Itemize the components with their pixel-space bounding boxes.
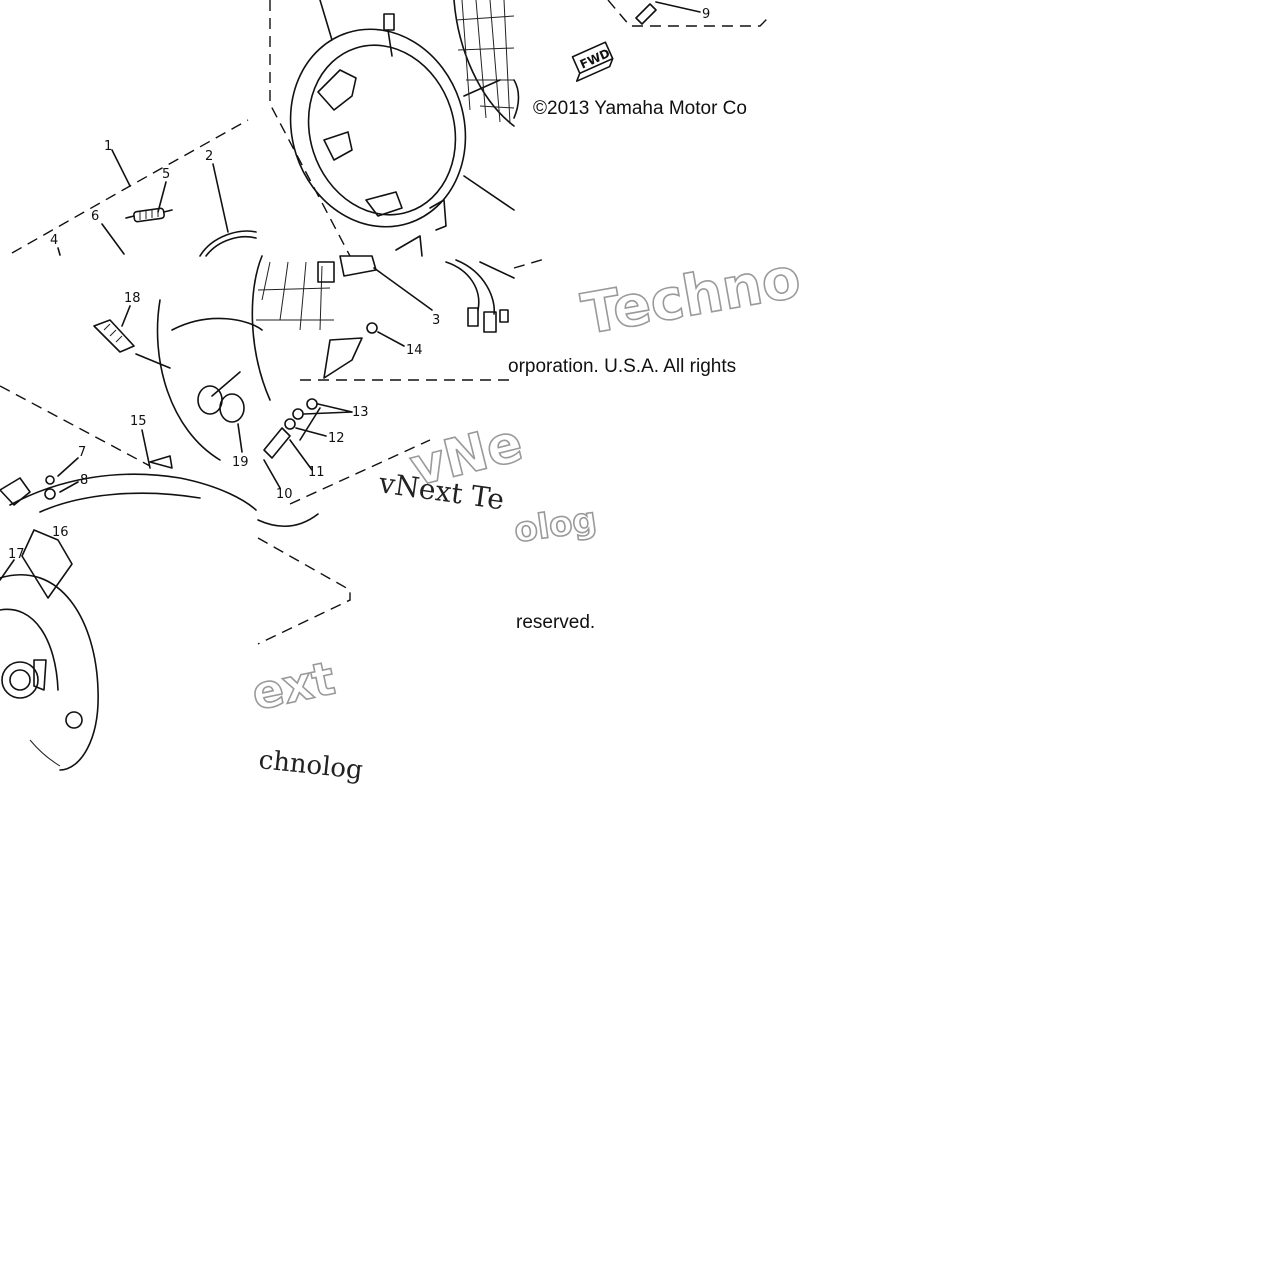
tile-right-top: 9 FWD ©2013 Yamaha Motor Co <box>513 0 771 119</box>
part-label-5: 5 <box>162 167 170 182</box>
part-label-7: 7 <box>78 445 86 460</box>
watermark-band: vNe vNext Te olog <box>376 412 600 551</box>
tile-left-middle: 7 8 15 <box>0 385 257 513</box>
part-label-11: 11 <box>308 465 325 480</box>
part-label-17: 17 <box>8 547 25 562</box>
tile-right-middle: Techno orporation. U.S.A. All rights <box>445 245 806 377</box>
part-label-12: 12 <box>328 431 345 446</box>
part-label-6: 6 <box>91 209 99 224</box>
fwd-tag-icon: FWD <box>571 41 614 82</box>
watermark-serif-text-2: chnolog <box>257 745 364 786</box>
part-label-3: 3 <box>432 313 440 328</box>
tile-center-middle: 3 14 13 12 11 10 18 19 <box>93 255 514 505</box>
watermark-outline-text-4: olog <box>512 500 599 551</box>
watermark-outline-text-1: Techno <box>577 246 805 348</box>
part-label-16: 16 <box>52 525 69 540</box>
part-label-4: 4 <box>50 233 58 248</box>
part-label-9: 9 <box>702 7 710 22</box>
part-label-14: 14 <box>406 343 423 358</box>
part-label-15: 15 <box>130 414 147 429</box>
tile-left-bottom: 16 17 <box>0 525 99 771</box>
copyright-line-1: ©2013 Yamaha Motor Co <box>533 98 747 119</box>
part-label-10: 10 <box>276 487 293 502</box>
part-label-19: 19 <box>232 455 249 470</box>
part-label-8: 8 <box>80 473 88 488</box>
part-label-13: 13 <box>352 405 369 420</box>
copyright-line-2: orporation. U.S.A. All rights <box>508 356 736 377</box>
tile-left-top: 1 4 6 5 2 <box>11 119 257 257</box>
tile-center-bottom: ext chnolog <box>246 513 364 786</box>
part-label-18: 18 <box>124 291 141 306</box>
watermark-outline-text-3: ext <box>247 651 339 721</box>
part-label-2: 2 <box>205 149 213 164</box>
tile-center-top <box>269 0 515 257</box>
part-label-1: 1 <box>104 139 112 154</box>
copyright-line-3: reserved. <box>516 612 595 633</box>
